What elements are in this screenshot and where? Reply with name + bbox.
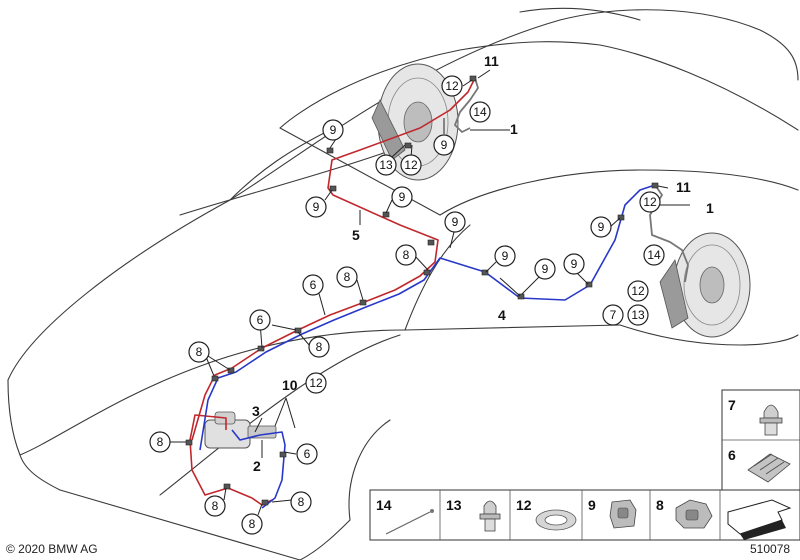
svg-text:13: 13 [379, 158, 393, 172]
callout-8-mid2: 8 [336, 266, 358, 288]
svg-text:8: 8 [344, 270, 351, 284]
callout-9-rear-c: 9 [563, 253, 585, 275]
callout-12-front-top: 12 [441, 75, 463, 97]
diagram-number: 510078 [750, 542, 790, 556]
svg-text:12: 12 [631, 284, 645, 298]
part-label-5: 5 [352, 227, 360, 243]
legend-label-6: 6 [728, 447, 736, 463]
callout-9-mid-left: 9 [305, 196, 327, 218]
svg-text:9: 9 [313, 200, 320, 214]
svg-text:6: 6 [257, 313, 264, 327]
callout-8-left-b: 8 [188, 341, 210, 363]
part-6-icon [747, 453, 791, 483]
callout-12-left: 12 [305, 372, 327, 394]
callout-9-front-b: 9 [433, 134, 455, 156]
part-8-clip-icon [675, 499, 713, 529]
svg-text:8: 8 [316, 340, 323, 354]
svg-text:8: 8 [157, 435, 164, 449]
callout-8-bot-c: 8 [290, 491, 312, 513]
callout-9-rear-d: 9 [590, 216, 612, 238]
legend-label-12: 12 [516, 497, 532, 513]
part-label-4: 4 [498, 307, 506, 323]
rear-brake-disc [659, 232, 751, 338]
svg-text:8: 8 [212, 499, 219, 513]
part-label-3: 3 [252, 403, 260, 419]
svg-text:8: 8 [403, 248, 410, 262]
callout-8-bot-b: 8 [241, 513, 263, 535]
callout-8-left-a: 8 [308, 336, 330, 358]
legend-label-13: 13 [446, 497, 462, 513]
svg-text:6: 6 [310, 278, 317, 292]
svg-text:9: 9 [441, 138, 448, 152]
svg-text:6: 6 [304, 447, 311, 461]
callout-13-front: 13 [375, 154, 397, 176]
svg-text:9: 9 [598, 220, 605, 234]
legend-label-8: 8 [656, 497, 664, 513]
callout-12-rear-b: 12 [627, 280, 649, 302]
part-7-icon [759, 404, 783, 436]
callout-6-master: 6 [296, 443, 318, 465]
callout-14-rear: 14 [643, 244, 665, 266]
callout-6-left: 6 [249, 309, 271, 331]
part-label-11-rear: 11 [676, 179, 691, 195]
callout-8-master: 8 [149, 431, 171, 453]
callout-9-front-a: 9 [322, 119, 344, 141]
svg-text:14: 14 [473, 105, 487, 119]
callout-8-mid: 8 [395, 244, 417, 266]
svg-text:12: 12 [404, 158, 418, 172]
callout-12-front-a: 12 [400, 154, 422, 176]
car-body-outline [7, 7, 799, 560]
part-12-washer-icon [535, 509, 577, 531]
callout-14-front: 14 [469, 101, 491, 123]
legend-label-7: 7 [728, 397, 736, 413]
brake-line-red [189, 77, 476, 506]
part-label-1-front: 1 [510, 121, 518, 137]
arrow-symbol-icon [727, 499, 792, 540]
callout-9-mid-c: 9 [444, 211, 466, 233]
callout-8-bot-a: 8 [204, 495, 226, 517]
svg-text:13: 13 [631, 308, 645, 322]
legend-label-14: 14 [376, 497, 392, 513]
svg-text:8: 8 [196, 345, 203, 359]
svg-text:9: 9 [399, 190, 406, 204]
part-14-tip-icon [430, 509, 434, 513]
svg-text:9: 9 [330, 123, 337, 137]
callout-9-rear-b: 9 [534, 258, 556, 280]
legend-label-9: 9 [588, 497, 596, 513]
callout-12-rear-top: 12 [639, 191, 661, 213]
svg-text:7: 7 [610, 308, 617, 322]
callout-9-mid-b: 9 [391, 186, 413, 208]
part-label-10: 10 [282, 377, 298, 393]
svg-text:8: 8 [249, 517, 256, 531]
svg-text:9: 9 [502, 249, 509, 263]
callout-6-mid: 6 [302, 274, 324, 296]
svg-text:9: 9 [571, 257, 578, 271]
brake-hose-rear [649, 184, 689, 283]
part-9-clip-icon [609, 499, 637, 529]
callout-13-rear: 13 [627, 304, 649, 326]
callout-7-rear: 7 [602, 304, 624, 326]
brake-line-blue [199, 184, 656, 509]
part-label-2: 2 [253, 458, 261, 474]
part-14-icon [385, 511, 431, 535]
callout-leaders [168, 69, 690, 516]
part-13-icon [479, 500, 501, 532]
part-label-11-front: 11 [484, 53, 499, 69]
svg-text:9: 9 [452, 215, 459, 229]
svg-text:12: 12 [445, 79, 459, 93]
svg-text:12: 12 [309, 376, 323, 390]
legend-side: 7 6 [721, 389, 800, 491]
legend-bottom: 14 13 12 9 8 [369, 489, 800, 541]
line-clips [185, 75, 659, 506]
svg-text:9: 9 [542, 262, 549, 276]
svg-text:12: 12 [643, 195, 657, 209]
callout-9-rear-a: 9 [494, 245, 516, 267]
part-label-1-rear: 1 [706, 200, 714, 216]
svg-text:8: 8 [298, 495, 305, 509]
brake-hose-front [454, 77, 479, 133]
svg-text:14: 14 [647, 248, 661, 262]
copyright-text: © 2020 BMW AG [6, 542, 98, 556]
